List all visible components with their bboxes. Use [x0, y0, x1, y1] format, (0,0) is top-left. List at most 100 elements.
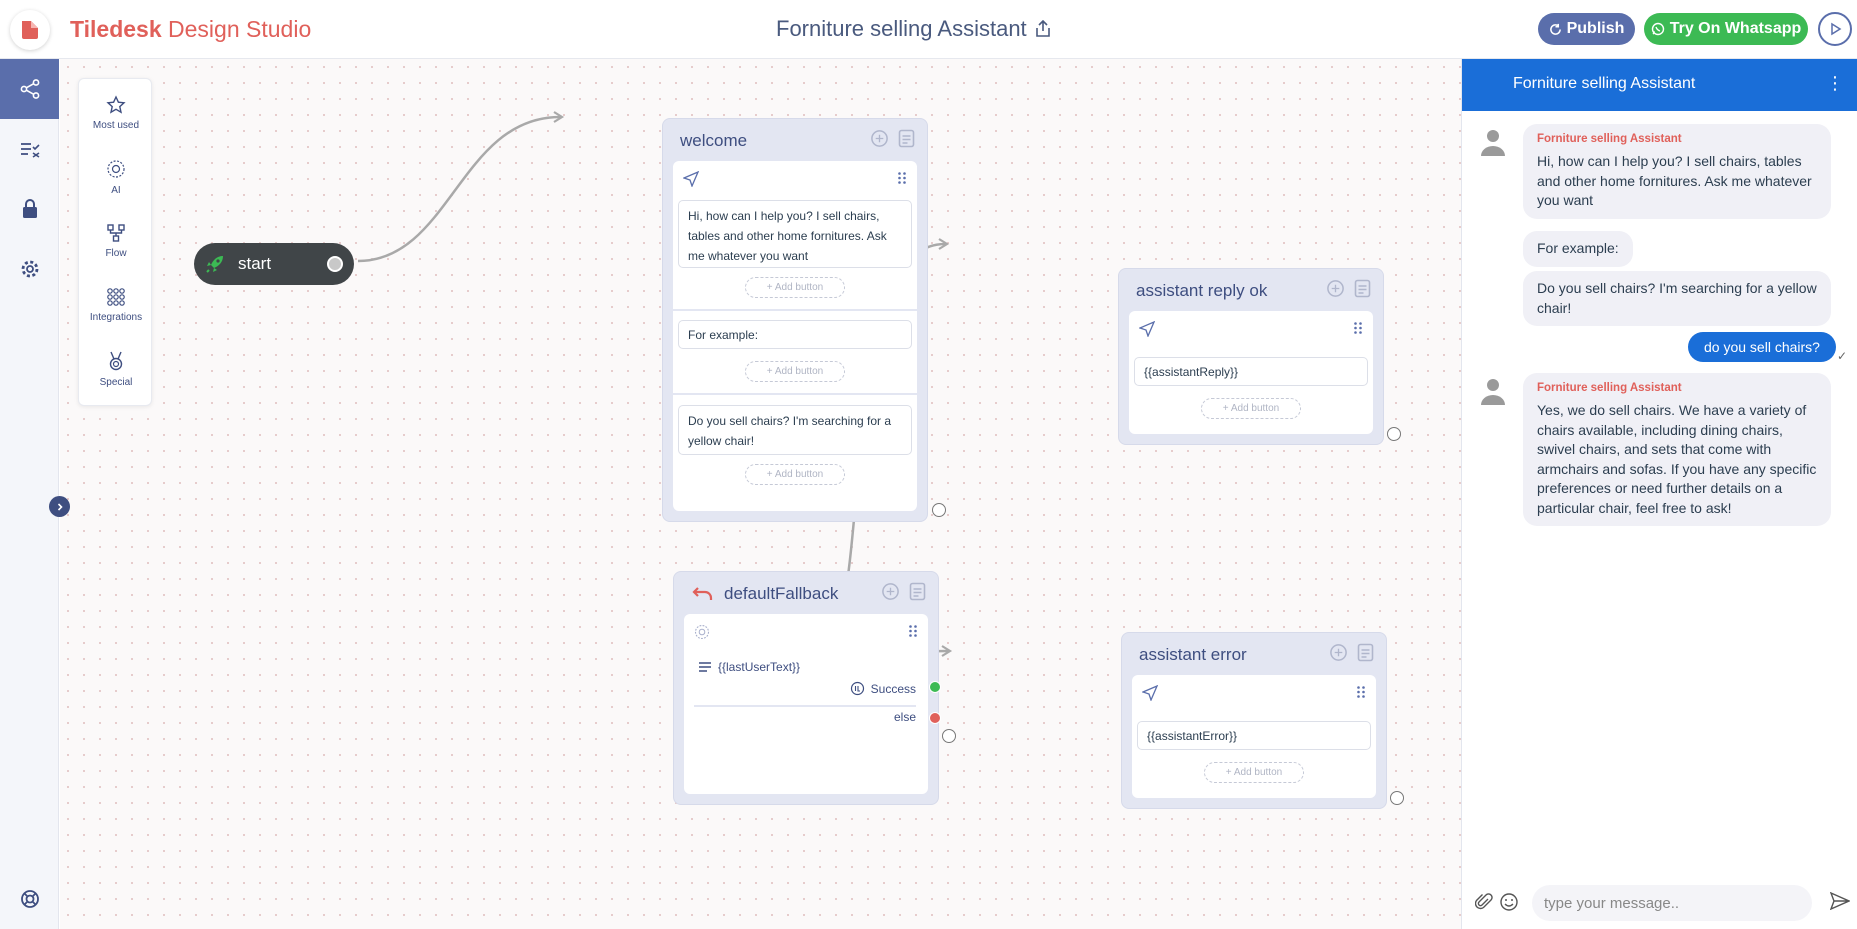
kebab-menu-icon[interactable]: ⋮: [1826, 73, 1844, 93]
add-button[interactable]: + Add button: [745, 361, 845, 382]
tiledesk-logo-icon: [9, 9, 50, 50]
block-palette: Most used AI Flow Integrations Special: [78, 78, 152, 406]
drag-handle-icon[interactable]: [908, 624, 918, 638]
share-nodes-icon: [20, 79, 39, 99]
bot-avatar: [1481, 379, 1505, 405]
publish-button[interactable]: Publish: [1538, 13, 1635, 45]
message-text[interactable]: Do you sell chairs? I'm searching for a …: [678, 405, 912, 455]
bot-message: Forniture selling Assistant Hi, how can …: [1523, 124, 1831, 219]
lock-icon: [22, 199, 37, 218]
rail-item-intents[interactable]: [0, 119, 59, 179]
notes-icon[interactable]: [1357, 643, 1374, 662]
sender-name: Forniture selling Assistant: [1537, 133, 1682, 145]
openai-icon[interactable]: [1329, 643, 1348, 662]
share-icon[interactable]: [1035, 20, 1051, 38]
action-send-message[interactable]: Hi, how can I help you? I sell chairs, t…: [673, 161, 917, 511]
rail-item-help[interactable]: [0, 869, 59, 929]
openai-icon[interactable]: [1326, 279, 1345, 298]
flow-icon: [107, 224, 125, 242]
welcome-output-port[interactable]: [932, 503, 946, 517]
send-icon: [1142, 685, 1158, 701]
add-button[interactable]: + Add button: [745, 277, 845, 298]
send-message-icon[interactable]: [1830, 892, 1850, 910]
try-whatsapp-button[interactable]: Try On Whatsapp: [1644, 13, 1808, 45]
message-text[interactable]: {{assistantError}}: [1137, 721, 1371, 750]
app-logo[interactable]: [0, 0, 59, 59]
star-icon: [106, 95, 126, 114]
openai-icon[interactable]: [881, 582, 900, 601]
block-title: welcome: [680, 131, 748, 150]
bot-message: For example:: [1523, 231, 1633, 267]
sender-name: Forniture selling Assistant: [1537, 382, 1682, 394]
user-message: do you sell chairs?: [1688, 332, 1836, 362]
bot-avatar: [1481, 130, 1505, 156]
message-input[interactable]: [1532, 885, 1812, 921]
divider: [694, 705, 916, 707]
notes-icon[interactable]: [1354, 279, 1371, 298]
chat-footer: [1462, 877, 1857, 929]
undo-icon: [692, 587, 713, 600]
lifebuoy-icon: [20, 890, 39, 908]
delivered-check-icon: ✓: [1837, 349, 1848, 363]
bot-title-text: Forniture selling Assistant: [776, 16, 1027, 41]
drag-handle-icon[interactable]: [1353, 321, 1363, 335]
rail-item-settings[interactable]: [0, 239, 59, 299]
whatsapp-icon: [1651, 22, 1664, 36]
special-icon: [109, 351, 123, 371]
palette-integrations[interactable]: Integrations: [79, 275, 153, 335]
rail-item-flows[interactable]: [0, 59, 59, 119]
chat-header: Forniture selling Assistant ⋮: [1462, 59, 1857, 111]
integrations-icon: [107, 288, 125, 306]
play-icon: [1831, 22, 1842, 36]
palette-special[interactable]: Special: [79, 339, 153, 399]
else-port[interactable]: [929, 712, 941, 724]
block-assistant-reply-ok[interactable]: assistant reply ok {{assistantReply}} + …: [1118, 268, 1384, 445]
gear-icon: [21, 260, 38, 278]
emoji-icon[interactable]: [1499, 892, 1519, 912]
message-text[interactable]: {{assistantReply}}: [1134, 357, 1368, 386]
openai-icon[interactable]: [870, 129, 889, 148]
notes-icon[interactable]: [909, 582, 926, 601]
fallback-output-port[interactable]: [942, 729, 956, 743]
success-port[interactable]: [929, 681, 941, 693]
message-text[interactable]: For example:: [678, 320, 912, 349]
add-button[interactable]: + Add button: [1204, 762, 1304, 783]
action-gpt-task[interactable]: {{lastUserText}} Success else: [684, 614, 928, 794]
left-rail: [0, 59, 59, 929]
rocket-icon: [206, 256, 223, 273]
divider: [673, 309, 917, 311]
start-output-port[interactable]: [327, 256, 343, 272]
play-test-button[interactable]: [1818, 12, 1852, 46]
message-text[interactable]: Hi, how can I help you? I sell chairs, t…: [678, 200, 912, 268]
expand-panel-button[interactable]: [49, 496, 70, 517]
palette-flow[interactable]: Flow: [79, 211, 153, 271]
condition-icon: [850, 681, 864, 696]
reply-ok-output-port[interactable]: [1387, 427, 1401, 441]
block-welcome[interactable]: welcome Hi, how can I help you? I sell c…: [662, 118, 928, 522]
drag-handle-icon[interactable]: [1356, 685, 1366, 699]
chat-title: Forniture selling Assistant: [1513, 75, 1696, 92]
question-variable: {{lastUserText}}: [698, 660, 800, 674]
palette-ai[interactable]: AI: [79, 147, 153, 207]
block-default-fallback[interactable]: defaultFallback {{lastUserText}} Success…: [673, 571, 939, 805]
error-output-port[interactable]: [1390, 791, 1404, 805]
rail-item-security[interactable]: [0, 179, 59, 239]
add-button[interactable]: + Add button: [745, 464, 845, 485]
success-branch: Success: [850, 681, 916, 696]
flow-canvas[interactable]: Most used AI Flow Integrations Special: [60, 59, 1461, 929]
add-button[interactable]: + Add button: [1201, 398, 1301, 419]
action-send-message[interactable]: {{assistantError}} + Add button: [1132, 675, 1376, 798]
test-chat-panel: Forniture selling Assistant ⋮ Forniture …: [1461, 59, 1857, 929]
action-send-message[interactable]: {{assistantReply}} + Add button: [1129, 311, 1373, 434]
drag-handle-icon[interactable]: [897, 171, 907, 185]
block-title: assistant reply ok: [1136, 281, 1268, 300]
top-bar: Tiledesk Design Studio Forniture selling…: [0, 0, 1857, 59]
send-icon: [1139, 321, 1155, 337]
start-node[interactable]: start: [194, 243, 354, 285]
attachment-icon[interactable]: [1475, 892, 1493, 912]
bot-title: Forniture selling Assistant: [776, 16, 1051, 42]
block-assistant-error[interactable]: assistant error {{assistantError}} + Add…: [1121, 632, 1387, 809]
notes-icon[interactable]: [898, 129, 915, 148]
palette-most-used[interactable]: Most used: [79, 83, 153, 143]
send-icon: [683, 171, 699, 187]
